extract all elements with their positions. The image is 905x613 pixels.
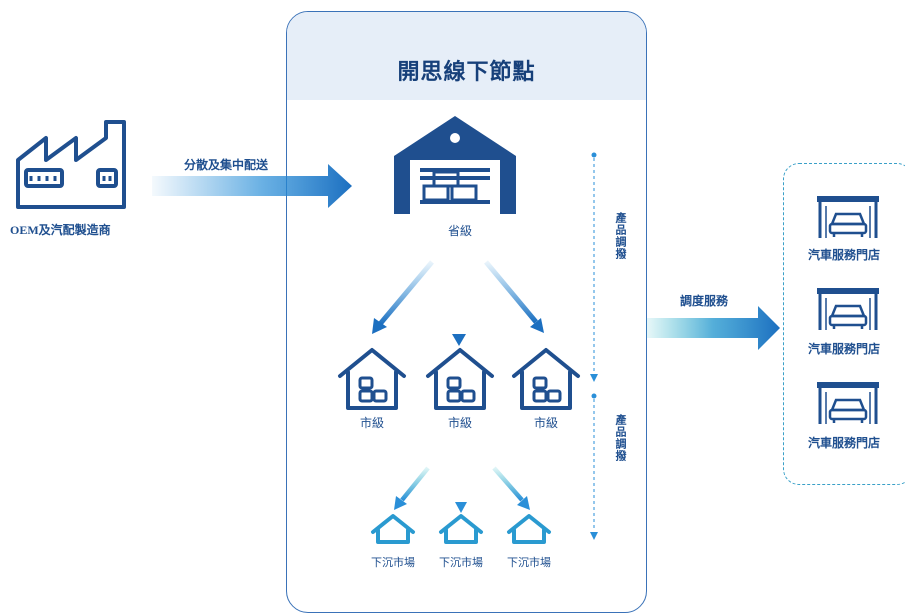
node-panel: 開思線下節點 (286, 11, 647, 613)
city-to-market-arrow-1 (400, 466, 430, 502)
store-label-1: 汽車服務門店 (808, 248, 881, 262)
transfer-label-1: 產品調撥 (614, 212, 627, 260)
store-garage-icon-3 (817, 382, 879, 424)
oem-label: OEM及汽配製造商 (10, 223, 111, 237)
market-label-1: 下沉市場 (371, 556, 415, 569)
city-label-1: 市級 (359, 416, 384, 430)
province-to-city-arrow-3 (484, 260, 538, 324)
market-label-3: 下沉市場 (507, 556, 551, 569)
dispatch-label: 調度服務 (680, 294, 729, 308)
distribution-label: 分散及集中配送 (184, 158, 269, 172)
market-house-icon-1 (371, 514, 415, 544)
city-label-3: 市級 (533, 416, 558, 430)
city-to-market-arrow-3 (492, 466, 524, 502)
factory-icon (16, 120, 126, 209)
transfer-label-2: 產品調撥 (614, 414, 627, 462)
market-house-icon-2 (439, 514, 483, 544)
store-garage-icon-1 (817, 196, 879, 238)
overlay-svg (16, 116, 879, 544)
store-garage-icon-2 (817, 288, 879, 330)
city-label-2: 市級 (447, 416, 472, 430)
store-group-box (783, 163, 905, 485)
dispatch-arrow (646, 306, 780, 350)
panel-header (287, 12, 646, 100)
city-house-icon-2 (426, 348, 494, 410)
store-label-2: 汽車服務門店 (808, 342, 881, 356)
city-house-icon-3 (512, 348, 580, 410)
market-house-icon-3 (507, 514, 551, 544)
store-label-3: 汽車服務門店 (808, 436, 881, 450)
city-house-icon-1 (338, 348, 406, 410)
province-label: 省級 (447, 224, 472, 238)
transfer-guide-2 (590, 393, 598, 540)
market-label-2: 下沉市場 (439, 556, 483, 569)
province-to-city-arrow-1 (378, 260, 434, 326)
transfer-guide-1 (590, 152, 598, 382)
warehouse-icon (394, 116, 516, 214)
distribution-arrow (152, 164, 352, 208)
panel-title: 開思線下節點 (397, 60, 536, 85)
